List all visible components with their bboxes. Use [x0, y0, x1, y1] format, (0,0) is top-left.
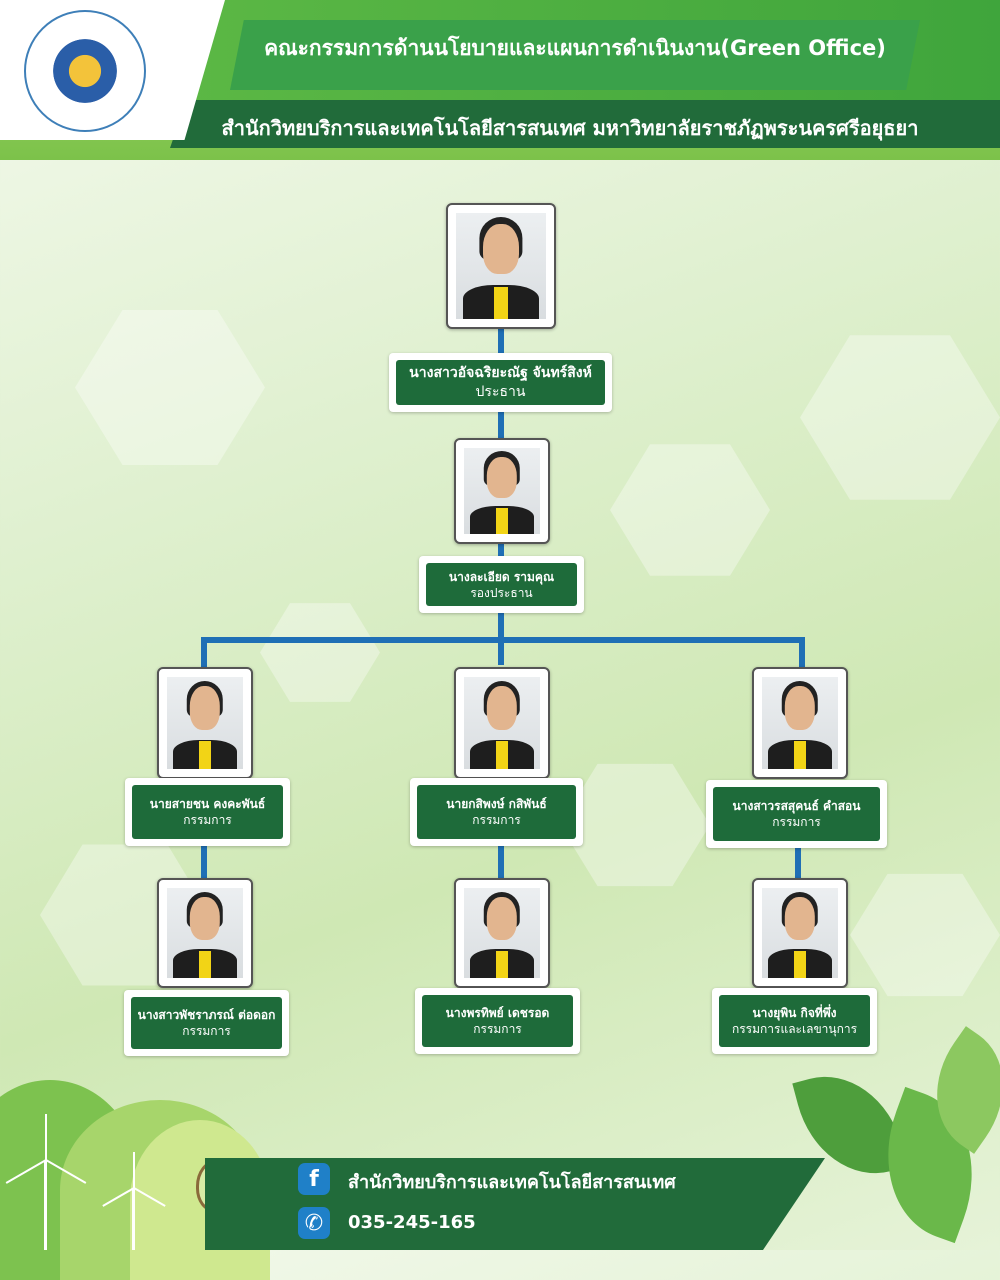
member-name: นางพรทิพย์ เดชรอด	[445, 1006, 550, 1020]
logo-emblem	[53, 39, 117, 103]
member-role: กรรมการ	[182, 1024, 231, 1038]
member-name: นายสายชน คงคะพันธ์	[149, 797, 266, 811]
portrait	[762, 677, 838, 769]
page-title: คณะกรรมการด้านนโยบายและแผนการดำเนินงาน(G…	[264, 36, 886, 60]
member-name: นางสาวพัชราภรณ์ ต่อดอก	[137, 1008, 276, 1022]
member-role: กรรมการ	[183, 813, 232, 827]
member-photo	[752, 878, 848, 988]
portrait	[762, 888, 838, 978]
phone-icon[interactable]: ✆	[298, 1207, 330, 1239]
member-role: กรรมการ	[472, 813, 521, 827]
hexagon-decoration	[850, 873, 1000, 997]
office-logo	[24, 10, 146, 132]
subtitle-banner	[170, 100, 1000, 148]
portrait	[167, 677, 243, 769]
member-photo	[752, 667, 848, 779]
portrait	[464, 677, 540, 769]
member-name: นางสาวอัจฉริยะณัฐ จันทร์สิงห์	[409, 364, 592, 381]
member-role: ประธาน	[475, 383, 526, 400]
member-name-card: นายสายชน คงคะพันธ์ กรรมการ	[125, 778, 290, 846]
hexagon-decoration	[260, 603, 380, 702]
vice-chair-name-card: นางละเอียด รามคุณ รองประธาน	[419, 556, 584, 613]
member-role: กรรมการ	[473, 1022, 522, 1036]
member-name-card: นางพรทิพย์ เดชรอด กรรมการ	[415, 988, 580, 1054]
hexagon-decoration	[75, 309, 265, 466]
title-banner	[230, 20, 920, 90]
portrait	[464, 888, 540, 978]
member-name: นางสาวรสสุคนธ์ คำสอน	[732, 799, 861, 813]
hexagon-decoration	[800, 335, 1000, 500]
member-name-card: นางสาวรสสุคนธ์ คำสอน กรรมการ	[706, 780, 887, 848]
connector-line	[201, 637, 805, 643]
connector-line	[498, 325, 504, 353]
turbine-blade	[45, 1114, 47, 1160]
member-name: นางละเอียด รามคุณ	[448, 569, 555, 584]
member-name: นางยุพิน กิจที่พึ่ง	[752, 1006, 837, 1020]
chair-photo	[446, 203, 556, 329]
member-photo	[157, 667, 253, 779]
member-photo	[454, 667, 550, 779]
member-photo	[157, 878, 253, 988]
vice-chair-photo	[454, 438, 550, 544]
connector-line	[498, 412, 504, 438]
facebook-icon[interactable]: f	[298, 1163, 330, 1195]
connector-line	[795, 846, 801, 878]
portrait	[167, 888, 243, 978]
member-name-card: นายกสิพงษ์ กสิพันธ์ กรรมการ	[410, 778, 583, 846]
connector-line	[799, 637, 805, 667]
connector-line	[201, 637, 207, 667]
portrait	[464, 448, 540, 534]
member-name: นายกสิพงษ์ กสิพันธ์	[446, 797, 547, 811]
member-role: กรรมการและเลขานุการ	[731, 1022, 858, 1036]
portrait	[456, 213, 546, 319]
wind-turbine-icon	[44, 1160, 47, 1250]
facebook-page-name[interactable]: สำนักวิทยบริการและเทคโนโลยีสารสนเทศ	[348, 1172, 676, 1193]
member-name-card: นางสาวพัชราภรณ์ ต่อดอก กรรมการ	[124, 990, 289, 1056]
page-subtitle: สำนักวิทยบริการและเทคโนโลยีสารสนเทศ มหาว…	[221, 116, 919, 140]
member-role: รองประธาน	[470, 585, 533, 600]
connector-line	[201, 846, 207, 878]
hexagon-decoration	[610, 444, 770, 576]
connector-line	[498, 846, 504, 878]
connector-line	[498, 540, 504, 556]
wind-turbine-icon	[132, 1188, 135, 1250]
phone-number[interactable]: 035-245-165	[348, 1212, 476, 1233]
member-role: กรรมการ	[772, 815, 821, 829]
chair-name-card: นางสาวอัจฉริยะณัฐ จันทร์สิงห์ ประธาน	[389, 353, 612, 412]
member-photo	[454, 878, 550, 988]
member-name-card: นางยุพิน กิจที่พึ่ง กรรมการและเลขานุการ	[712, 988, 877, 1054]
turbine-blade	[133, 1152, 135, 1188]
